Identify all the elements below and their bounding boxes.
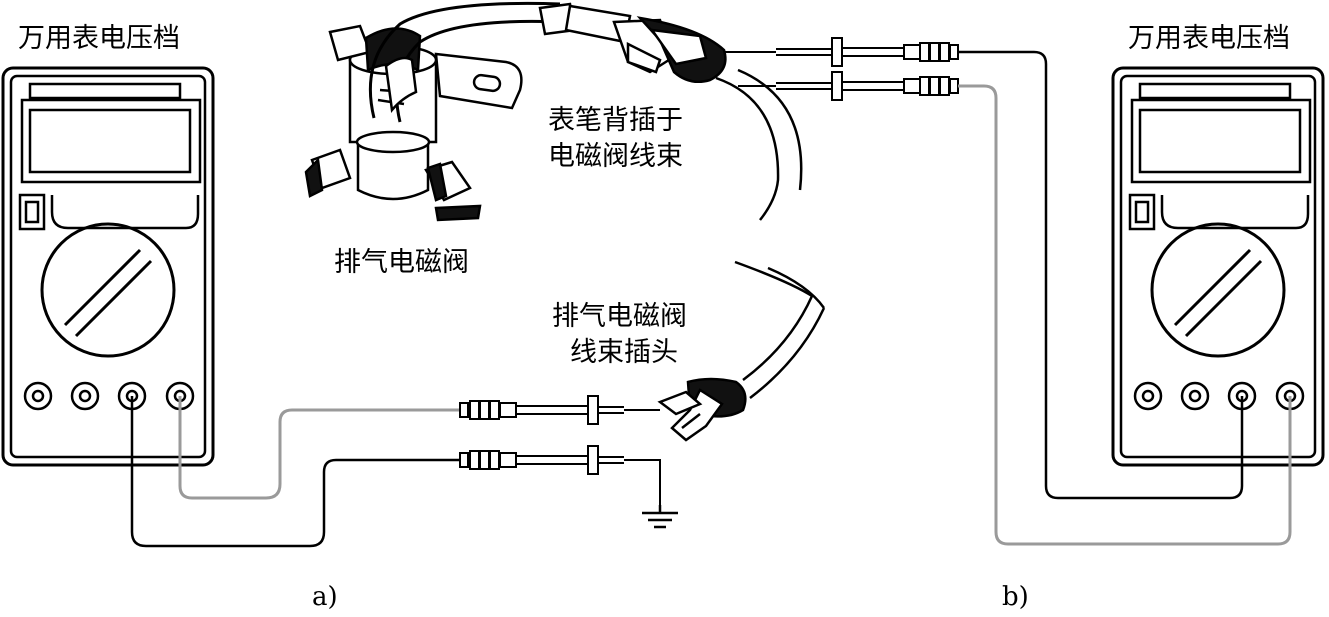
probe-upper-left-icon [459, 395, 660, 425]
lead-grey-left [178, 396, 462, 500]
subfigure-a-label: a) [312, 582, 338, 612]
ground-icon [642, 505, 678, 529]
multimeter-right-icon [1111, 66, 1325, 467]
meter-left-label: 万用表电压档 [18, 23, 180, 54]
lead-black-right [958, 50, 1244, 500]
probe-upper-right-icon [724, 37, 959, 67]
subfigure-b-label: b) [1002, 582, 1029, 612]
plug-label-line2: 线束插头 [570, 337, 678, 368]
probe-lower-left-icon [459, 445, 661, 505]
harness-connector-icon [538, 2, 803, 221]
probe-back-label-line1: 表笔背插于 [548, 105, 683, 136]
multimeter-left-icon [1, 66, 215, 467]
lead-grey-right [958, 84, 1292, 546]
plug-label-line1: 排气电磁阀 [552, 301, 687, 332]
probe-lower-right-icon [738, 71, 959, 101]
solenoid-valve-icon [304, 1, 561, 222]
meter-right-label: 万用表电压档 [1128, 23, 1290, 54]
valve-label: 排气电磁阀 [334, 247, 469, 278]
lead-black-left [130, 396, 462, 548]
probe-back-label-line2: 电磁阀线束 [548, 141, 683, 172]
harness-plug-icon [657, 260, 826, 442]
